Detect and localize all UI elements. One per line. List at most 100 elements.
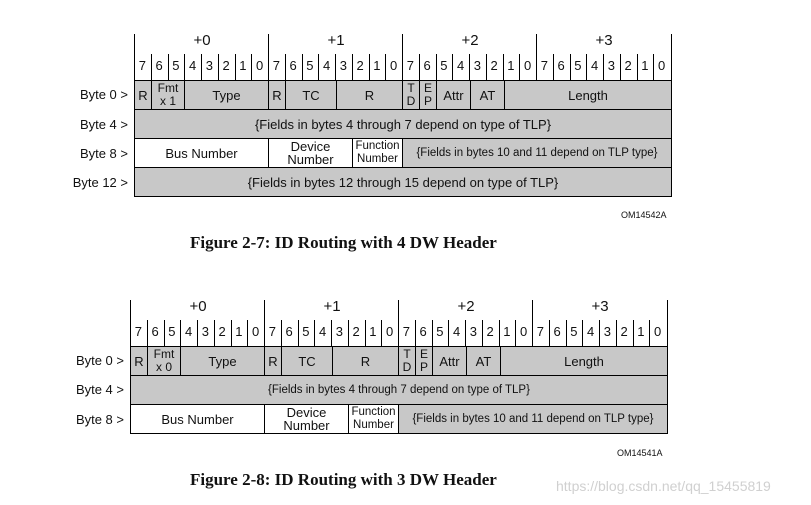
bit-label: 7 — [268, 324, 276, 339]
byte-header-3: +3 — [595, 32, 613, 49]
bit-tick — [364, 320, 366, 346]
bit-tick — [167, 54, 169, 80]
bit-tick — [552, 54, 554, 80]
bit-label: 5 — [440, 58, 448, 73]
field-type-label: Type — [212, 87, 241, 103]
bit-tick — [331, 320, 332, 346]
bit-label: 5 — [302, 324, 310, 339]
bytes-4-7-text: {Fields in bytes 4 through 7 depend on t… — [254, 116, 552, 132]
field-bus-number: Bus Number — [134, 138, 268, 167]
td-t: T — [403, 347, 411, 361]
bit-label: 5 — [574, 58, 582, 73]
bit-tick — [582, 320, 584, 346]
byte-header-3: +3 — [591, 298, 609, 315]
field-at-label: AT — [479, 87, 496, 103]
byte-tick — [398, 300, 399, 346]
bit-label: 3 — [339, 58, 347, 73]
bit-label: 0 — [390, 58, 398, 73]
bit-label: 6 — [285, 324, 293, 339]
bit-tick — [335, 54, 336, 80]
field-attr: Attr — [436, 80, 470, 109]
device-label-top: Device — [286, 405, 327, 420]
byte-tick — [536, 34, 537, 80]
bit-tick — [465, 320, 466, 346]
row-label-byte8: Byte 8 > — [75, 412, 124, 427]
field-tc-label: TC — [302, 87, 320, 103]
bit-tick — [347, 320, 349, 346]
bit-label: 0 — [386, 324, 394, 339]
row-label-byte4: Byte 4 > — [75, 382, 124, 397]
bit-label: 2 — [356, 58, 364, 73]
bus-number-label: Bus Number — [165, 145, 238, 161]
field-r-label: R — [134, 353, 144, 369]
bit-tick — [180, 320, 182, 346]
bit-label: 7 — [134, 324, 142, 339]
bit-tick — [414, 320, 416, 346]
row-label-byte8: Byte 8 > — [79, 146, 128, 161]
bit-tick — [569, 54, 571, 80]
bit-tick — [197, 320, 198, 346]
bit-label: 7 — [272, 58, 280, 73]
bit-tick — [184, 54, 186, 80]
ep-e: E — [423, 81, 432, 95]
field-r-label: R — [268, 353, 278, 369]
bit-tick — [615, 320, 617, 346]
td-t: T — [407, 81, 415, 95]
bit-tick — [485, 54, 487, 80]
bit-tick — [498, 320, 500, 346]
bit-tick — [150, 54, 152, 80]
bit-label: 3 — [603, 324, 611, 339]
bit-label: 4 — [453, 324, 461, 339]
field-r-label: R — [360, 353, 371, 369]
function-label-top: Function — [355, 140, 400, 152]
bit-label: 6 — [151, 324, 159, 339]
bit-tick — [431, 320, 433, 346]
bit-label: 7 — [138, 58, 146, 73]
field-at: AT — [470, 80, 504, 109]
bit-tick — [502, 54, 504, 80]
field-r: R — [264, 346, 281, 375]
byte-tick — [264, 300, 265, 346]
field-at: AT — [466, 346, 500, 375]
bit-tick — [599, 320, 600, 346]
field-attr-label: Attr — [439, 353, 460, 369]
bit-label: 4 — [189, 58, 197, 73]
byte-header-0: +0 — [189, 298, 207, 315]
bytes-10-11-text: {Fields in bytes 10 and 11 depend on TLP… — [412, 412, 654, 425]
bit-label: 3 — [473, 58, 481, 73]
bit-label: 6 — [553, 324, 561, 339]
byte-tick — [130, 300, 131, 346]
bit-tick — [297, 320, 299, 346]
bit-label: 1 — [373, 58, 381, 73]
field-length-label: Length — [568, 87, 608, 103]
function-label-top: Function — [351, 406, 396, 418]
field-bus-number: Bus Number — [130, 404, 264, 433]
bit-tick — [619, 54, 621, 80]
bit-label: 6 — [557, 58, 565, 73]
field-r: R — [332, 346, 398, 375]
td-d: D — [406, 94, 416, 108]
bit-tick — [448, 320, 450, 346]
device-label-top: Device — [290, 139, 331, 154]
byte-header-2: +2 — [457, 298, 475, 315]
ep-p: P — [423, 94, 432, 108]
bit-label: 6 — [289, 58, 297, 73]
bus-number-label: Bus Number — [161, 411, 234, 427]
bit-label: 5 — [570, 324, 578, 339]
bit-label: 0 — [524, 58, 532, 73]
bit-label: 7 — [406, 58, 414, 73]
watermark: https://blog.csdn.net/qq_15455819 — [556, 478, 771, 494]
field-bytes-12-15: {Fields in bytes 12 through 15 depend on… — [134, 167, 671, 196]
bit-label: 2 — [218, 324, 226, 339]
bit-label: 4 — [587, 324, 595, 339]
bit-tick — [318, 54, 320, 80]
byte-tick — [667, 300, 668, 346]
field-attr: Attr — [432, 346, 466, 375]
bit-label: 3 — [335, 324, 343, 339]
bit-label: 2 — [222, 58, 230, 73]
bit-tick — [586, 54, 588, 80]
bit-tick — [385, 54, 387, 80]
